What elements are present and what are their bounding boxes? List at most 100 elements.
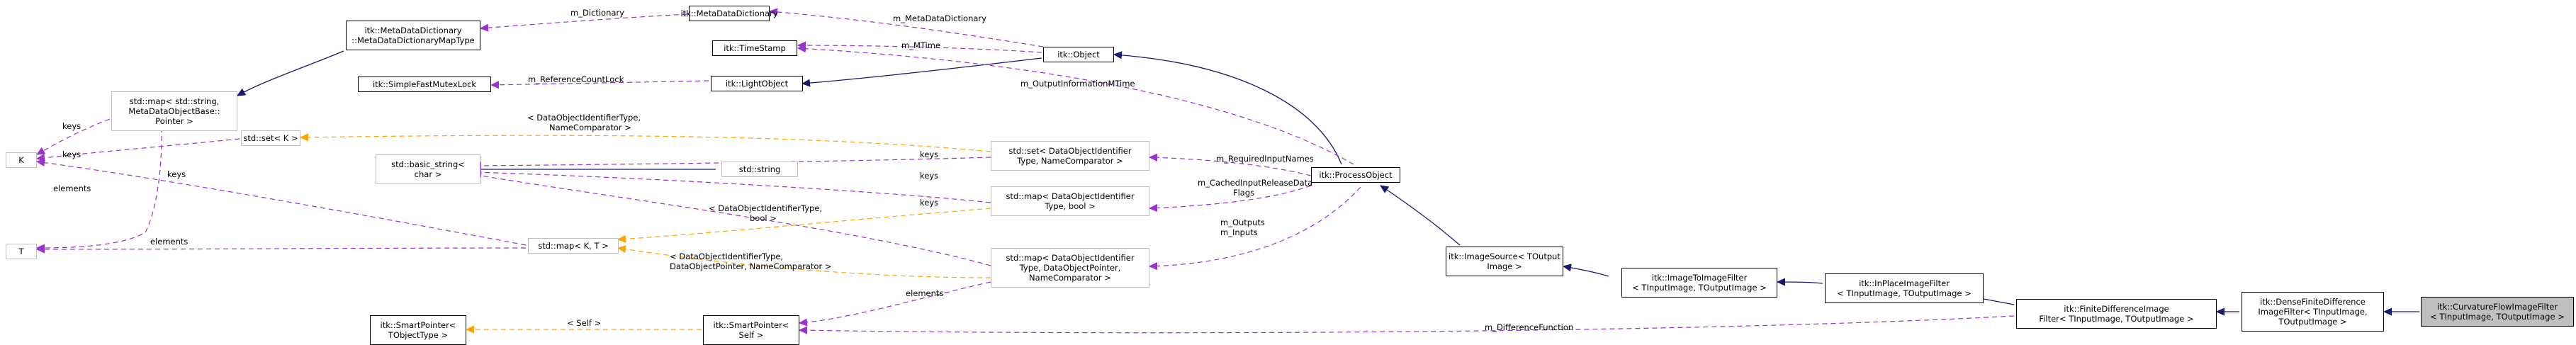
- edge-keys-set-to-k: [37, 138, 240, 159]
- node-label: Type, bool >: [1045, 201, 1096, 211]
- node-std-map-k-t[interactable]: std::map< K, T >: [528, 238, 619, 254]
- edge-elements-mapkt-to-t: [37, 248, 527, 249]
- node-metadatadictionary[interactable]: itk::MetaDataDictionary: [680, 6, 778, 21]
- node-label: Type, DataObjectPointer,: [1019, 263, 1121, 273]
- node-curvatureflowimagefilter[interactable]: itk::CurvatureFlowImageFilter< TInputIma…: [2421, 297, 2574, 327]
- node-label: std::set< K >: [243, 133, 298, 143]
- edge-keys-mapbool-to-stdstring: [473, 172, 991, 203]
- node-std-map-string[interactable]: std::map< std::string,MetaDataObjectBase…: [111, 91, 237, 131]
- node-label: itk::InPlaceImageFilter: [1859, 278, 1950, 288]
- node-label: K: [18, 155, 24, 165]
- edge-template-mapkt-pointer: [618, 248, 991, 278]
- node-std-set-k[interactable]: std::set< K >: [241, 130, 300, 146]
- node-label: itk::CurvatureFlowImageFilter: [2436, 302, 2558, 312]
- edge-imagetoimagefilter-to-imagesource: [1563, 266, 1609, 277]
- node-std-string[interactable]: std::string: [721, 162, 798, 177]
- edge-label-self: < Self >: [567, 318, 601, 328]
- node-label: itk::SimpleFastMutexLock: [372, 79, 477, 89]
- edge-maptype-to-metadatadictionary: [237, 50, 344, 96]
- edge-m-outputinformationmtime: [798, 48, 1354, 165]
- node-label: itk::MetaDataDictionary: [364, 26, 462, 35]
- node-imagetoimagefilter[interactable]: itk::ImageToImageFilter< TInputImage, TO…: [1621, 268, 1777, 298]
- node-smartpointer-self[interactable]: itk::SmartPointer<Self >: [703, 315, 799, 345]
- edge-inplaceimagefilter-to-imagetoimagefilter: [1777, 282, 1823, 283]
- node-k[interactable]: K: [6, 152, 37, 168]
- edge-label-map-pointer-template: < DataObjectIdentifierType,DataObjectPoi…: [670, 251, 831, 271]
- edge-m-outputs-m-inputs: [1149, 186, 1361, 266]
- node-t[interactable]: T: [6, 244, 37, 259]
- node-label: TOutputImage >: [2278, 317, 2347, 327]
- edge-elements-map-to-t: [37, 118, 162, 248]
- node-label: Self >: [738, 330, 764, 340]
- node-label: itk::FiniteDifferenceImage: [2064, 304, 2169, 314]
- edge-labels: m_Dictionary m_MetaDataDictionary m_MTim…: [53, 8, 1573, 332]
- node-label: ::MetaDataDictionaryMapType: [351, 35, 475, 45]
- node-label: < TInputImage, TOutputImage >: [1837, 288, 1972, 298]
- node-label: char >: [414, 169, 442, 179]
- node-label: std::map< DataObjectIdentifier: [1006, 253, 1135, 263]
- node-processobject[interactable]: itk::ProcessObject: [1311, 167, 1400, 183]
- edge-template-mapkt-bool: [618, 208, 991, 239]
- edge-m-mtime: [798, 45, 1042, 53]
- edge-label-keys-2: keys: [62, 149, 81, 159]
- node-label: std::map< K, T >: [538, 241, 609, 251]
- edge-m-cachedinputreleasedataflags: [1149, 185, 1312, 208]
- node-timestamp[interactable]: itk::TimeStamp: [712, 40, 797, 56]
- edge-keys-mapkt-to-k: [37, 162, 527, 246]
- edge-label-keys-5: keys: [920, 198, 938, 208]
- edge-label-m-mtime: m_MTime: [901, 40, 940, 50]
- node-label: MetaDataObjectBase::: [128, 106, 220, 116]
- node-label: itk::SmartPointer<: [380, 320, 456, 330]
- edge-processobject-to-object: [1114, 55, 1342, 165]
- node-label: itk::SmartPointer<: [713, 320, 789, 330]
- node-simplefastmutexlock[interactable]: itk::SimpleFastMutexLock: [358, 77, 491, 92]
- node-label: < TInputImage, TOutputImage >: [1632, 283, 1767, 293]
- node-label: itk::TimeStamp: [724, 43, 786, 53]
- edge-label-m-referencecountlock: m_ReferenceCountLock: [528, 74, 624, 84]
- edge-label-m-dictionary: m_Dictionary: [570, 8, 624, 18]
- edge-m-dictionary: [480, 13, 688, 28]
- node-inplaceimagefilter[interactable]: itk::InPlaceImageFilter< TInputImage, TO…: [1825, 273, 1984, 303]
- node-metadatadictionary-maptype[interactable]: itk::MetaDataDictionary::MetaDataDiction…: [346, 21, 480, 50]
- node-label: TObjectType >: [388, 330, 449, 340]
- edge-label-set-template: < DataObjectIdentifierType,NameComparato…: [527, 113, 641, 132]
- node-std-basic-string[interactable]: std::basic_string<char >: [376, 154, 480, 184]
- edge-label-elements-2: elements: [150, 237, 188, 247]
- node-lightobject[interactable]: itk::LightObject: [711, 76, 803, 91]
- edge-keys-map-to-k: [37, 118, 111, 154]
- node-label: ImageFilter< TInputImage,: [2258, 307, 2368, 317]
- edge-label-keys-6: keys: [167, 169, 186, 179]
- edge-label-m-requiredinputnames: m_RequiredInputNames: [1216, 154, 1314, 164]
- node-object[interactable]: itk::Object: [1043, 47, 1114, 62]
- node-smartpointer-tobjecttype[interactable]: itk::SmartPointer<TObjectType >: [370, 315, 466, 345]
- edge-label-m-metadatadictionary: m_MetaDataDictionary: [893, 13, 986, 23]
- edge-label-keys-3: keys: [920, 149, 938, 159]
- edge-imagesource-to-processobject: [1380, 186, 1461, 246]
- edge-elements-mappointer-to-smartpointer: [799, 281, 991, 323]
- template-edges: [300, 135, 991, 329]
- edge-label-m-outputinformationmtime: m_OutputInformationMTime: [1020, 79, 1135, 89]
- edge-label-keys-4: keys: [920, 171, 938, 181]
- node-label: std::basic_string<: [391, 159, 465, 169]
- node-label: std::string: [738, 164, 781, 174]
- edge-keys-mappointer-to-stdstring: [473, 174, 991, 266]
- node-label: std::set< DataObjectIdentifier: [1008, 146, 1132, 156]
- inheritance-edges: [237, 50, 2419, 312]
- node-label: itk::ImageToImageFilter: [1651, 273, 1748, 283]
- edge-m-differencefunction: [799, 315, 2015, 333]
- edge-label-m-differencefunction: m_DifferenceFunction: [1485, 322, 1573, 332]
- node-label: Image >: [1487, 261, 1522, 271]
- edge-template-set-k: [300, 135, 991, 152]
- node-label: T: [18, 247, 24, 256]
- node-label: Type, NameComparator >: [1017, 156, 1123, 166]
- node-label: itk::MetaDataDictionary: [680, 9, 778, 18]
- node-label: std::map< std::string,: [129, 96, 220, 106]
